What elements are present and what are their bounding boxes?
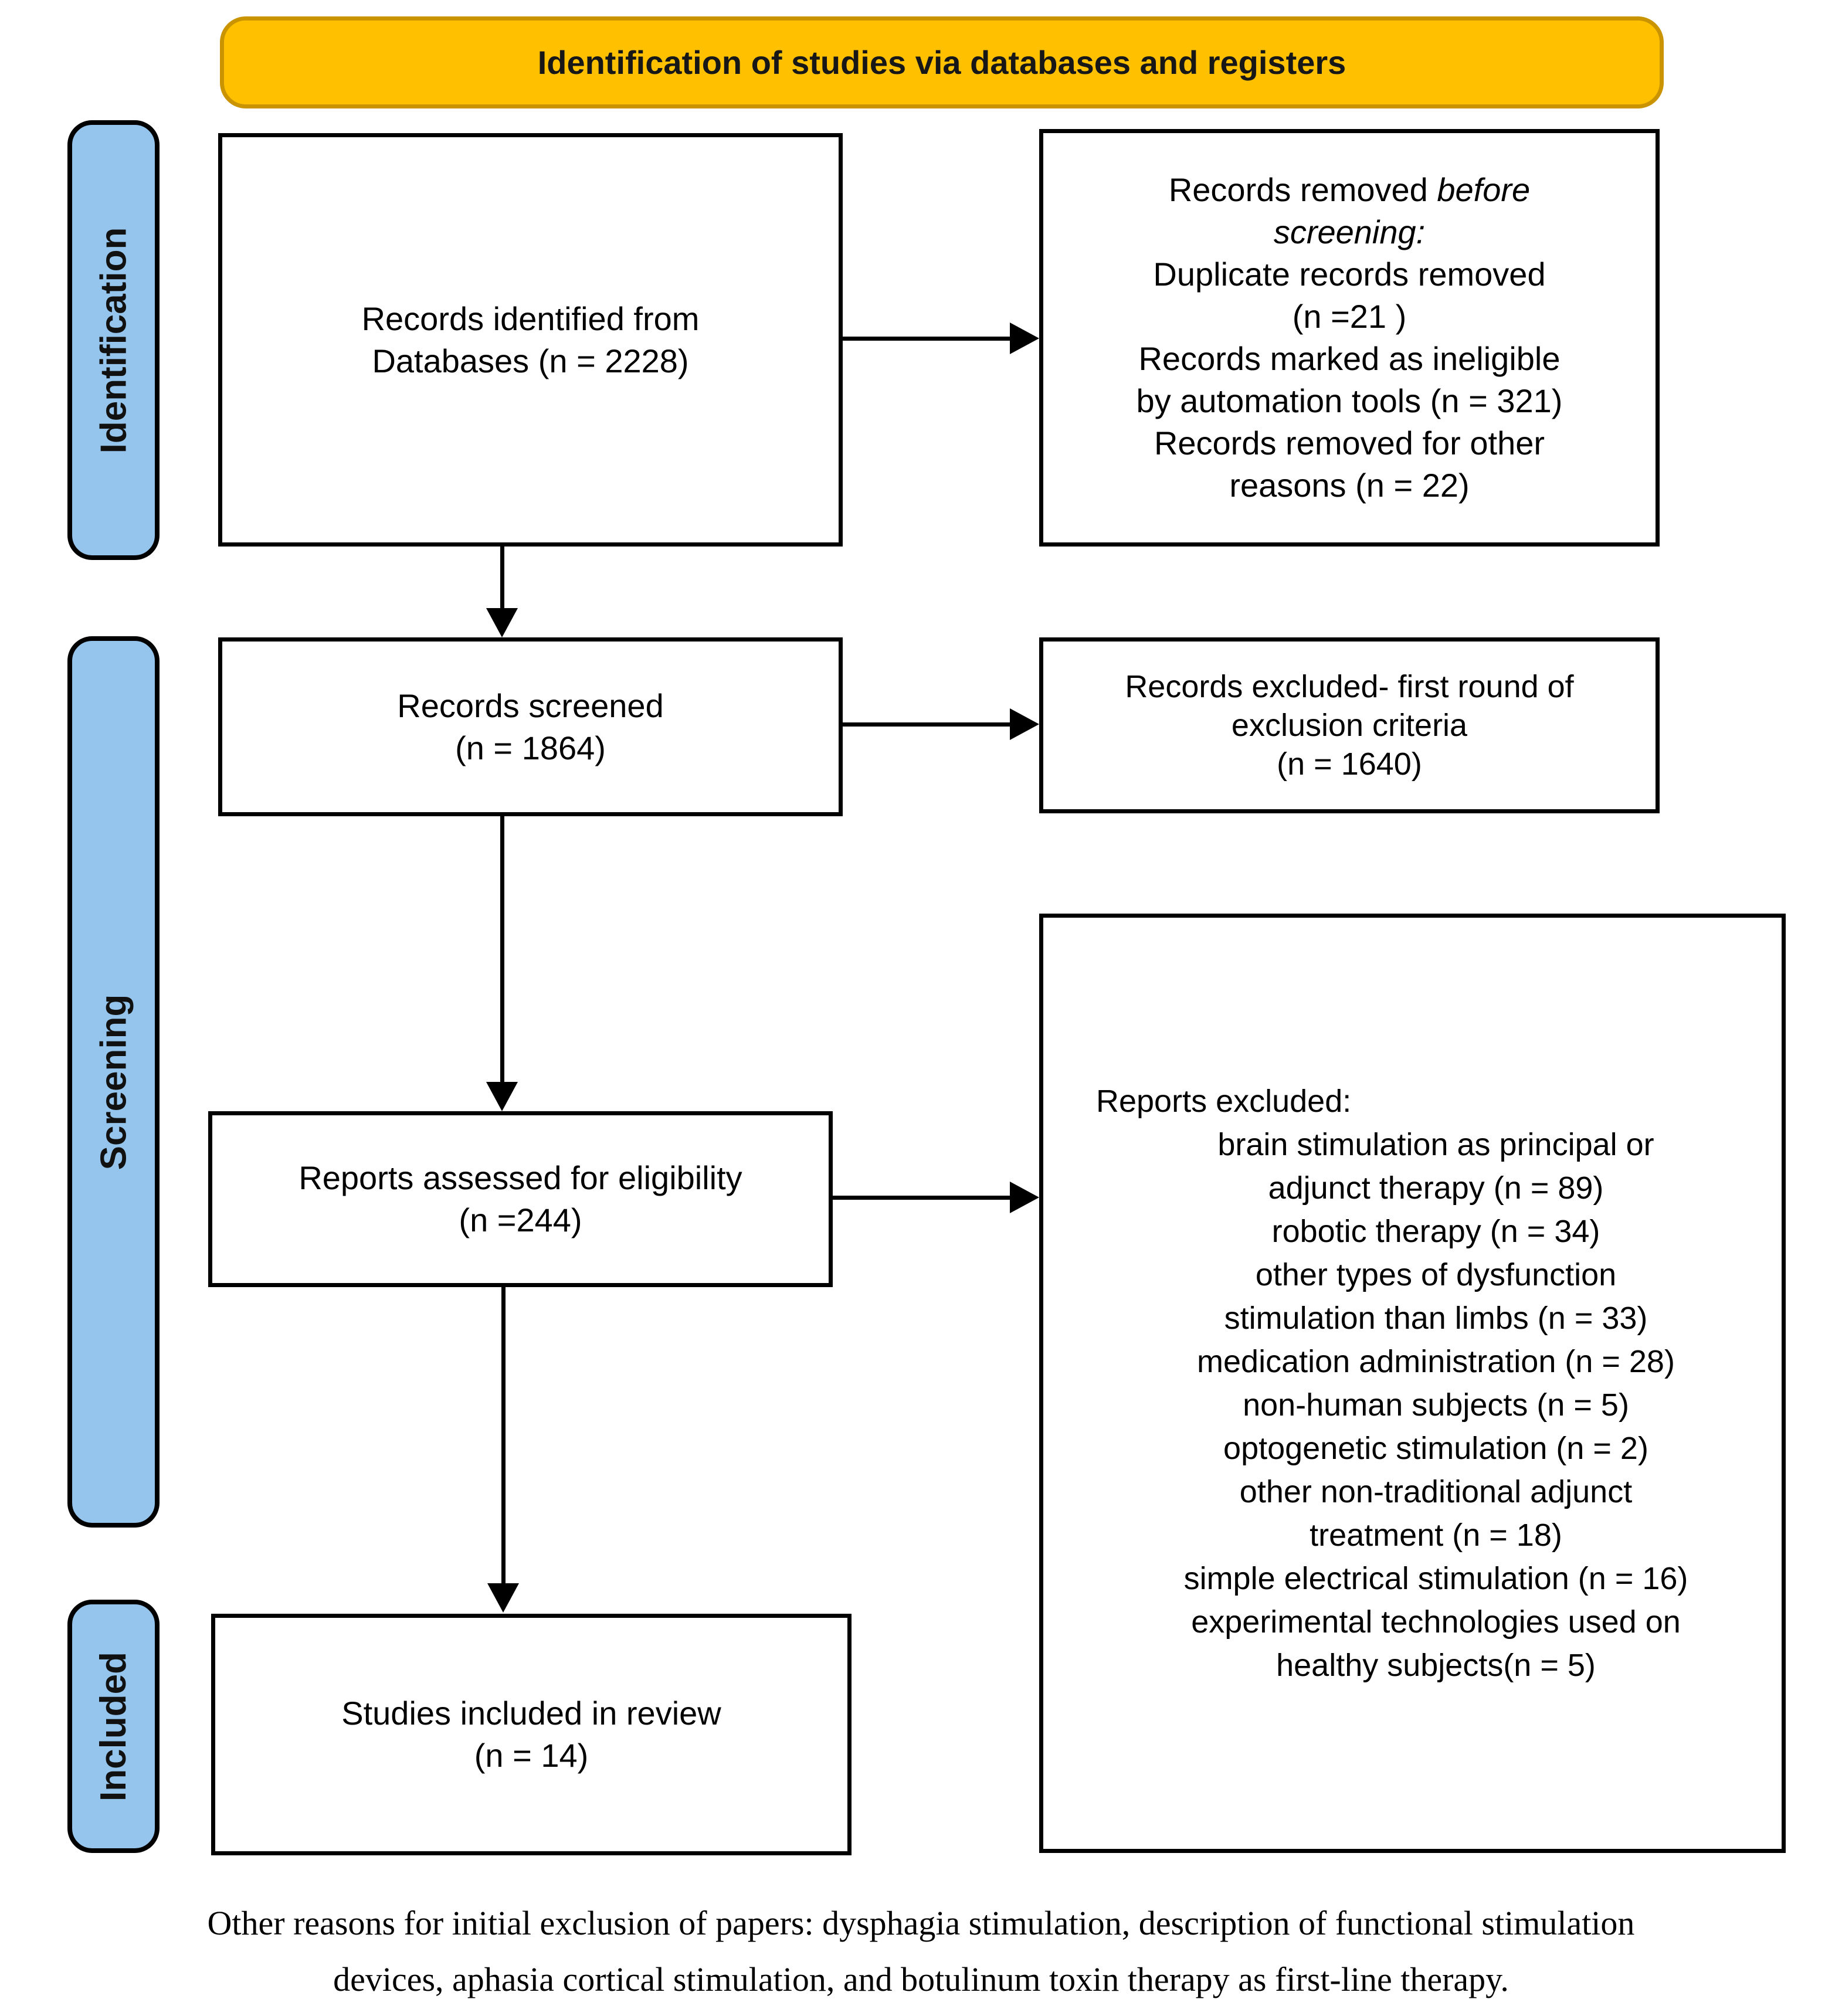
text-line: brain stimulation as principal or [1096, 1123, 1776, 1166]
arrow-shaft [843, 722, 1013, 727]
stage-screening-text: Screening [93, 994, 134, 1170]
text-line: Records screened [222, 685, 839, 727]
text-line: medication administration (n = 28) [1096, 1340, 1776, 1383]
text-segment: Reports excluded: [1096, 1084, 1352, 1119]
text-segment: Records removed for other [1154, 425, 1545, 461]
text-line: exclusion criteria [1043, 706, 1656, 745]
text-segment: stimulation than limbs (n = 33) [1224, 1301, 1648, 1336]
text-segment: healthy subjects(n = 5) [1276, 1648, 1596, 1683]
text-line: by automation tools (n = 321) [1043, 380, 1656, 422]
text-segment: Duplicate records removed [1153, 256, 1546, 293]
text-line: simple electrical stimulation (n = 16) [1096, 1557, 1776, 1600]
arrow-shaft [501, 1287, 506, 1584]
arrow-shaft [843, 337, 1013, 341]
arrow-head-right-icon [1010, 1182, 1039, 1213]
text-line: Reports excluded: [1096, 1080, 1776, 1123]
text-segment: Reports assessed for eligibility [298, 1159, 742, 1196]
text-line: Records excluded- first round of [1043, 667, 1656, 706]
text-line: (n = 14) [215, 1735, 847, 1777]
title-banner: Identification of studies via databases … [220, 16, 1664, 108]
box-records-excluded-first-round: Records excluded- first round of exclusio… [1039, 637, 1660, 813]
box-reports-assessed-for-eligibility: Reports assessed for eligibility (n =244) [208, 1111, 833, 1287]
text-segment: experimental technologies used on [1191, 1604, 1681, 1640]
text-line: screening: [1043, 211, 1656, 253]
arrow-head-down-icon [486, 608, 518, 637]
text-line: adjunct therapy (n = 89) [1096, 1166, 1776, 1210]
text-segment: before [1437, 171, 1531, 208]
text-line: reasons (n = 22) [1043, 464, 1656, 507]
text-line: (n =21 ) [1043, 296, 1656, 338]
text-line: Studies included in review [215, 1692, 847, 1735]
text-segment: Records removed [1168, 171, 1437, 208]
text-segment: other non-traditional adjunct [1239, 1474, 1633, 1509]
text-line: experimental technologies used on [1096, 1600, 1776, 1644]
text-segment: medication administration (n = 28) [1197, 1344, 1675, 1379]
text-segment: Records excluded- first round of [1125, 669, 1574, 704]
box-studies-included-in-review: Studies included in review (n = 14) [211, 1614, 852, 1855]
stage-label-screening: Screening [67, 636, 160, 1528]
text-segment: simple electrical stimulation (n = 16) [1183, 1561, 1688, 1596]
text-segment: (n =21 ) [1292, 298, 1407, 335]
stage-label-identification: Identification [67, 120, 160, 560]
text-segment: optogenetic stimulation (n = 2) [1223, 1431, 1648, 1466]
text-line: stimulation than limbs (n = 33) [1096, 1297, 1776, 1340]
text-segment: (n = 1864) [455, 729, 606, 766]
text-line: Records removed for other [1043, 422, 1656, 464]
stage-included-text: Included [93, 1651, 134, 1801]
text-line: Records marked as ineligible [1043, 338, 1656, 380]
arrow-shaft [833, 1196, 1013, 1200]
arrow-shaft [500, 816, 504, 1082]
text-segment: robotic therapy (n = 34) [1271, 1214, 1600, 1249]
arrow-head-down-icon [487, 1583, 519, 1613]
text-segment: by automation tools (n = 321) [1136, 382, 1563, 419]
box-records-screened: Records screened (n = 1864) [218, 637, 843, 816]
figure-caption: Other reasons for initial exclusion of p… [0, 1895, 1842, 2008]
text-segment: (n = 1640) [1277, 746, 1422, 782]
text-segment: (n =244) [459, 1202, 582, 1238]
text-line: other non-traditional adjunct [1096, 1470, 1776, 1513]
text-line: (n = 1864) [222, 727, 839, 769]
stage-identification-text: Identification [93, 227, 134, 453]
text-line: Databases (n = 2228) [222, 340, 839, 382]
arrow-shaft [500, 547, 504, 610]
text-line: Reports assessed for eligibility [212, 1157, 829, 1199]
text-line: healthy subjects(n = 5) [1096, 1644, 1776, 1687]
text-segment: reasons (n = 22) [1229, 467, 1470, 504]
arrow-head-down-icon [486, 1082, 518, 1111]
text-line: (n =244) [212, 1199, 829, 1241]
text-line: treatment (n = 18) [1096, 1513, 1776, 1557]
text-line: Duplicate records removed [1043, 253, 1656, 296]
text-segment: devices, aphasia cortical stimulation, a… [333, 1960, 1509, 1998]
arrow-head-right-icon [1010, 323, 1039, 354]
text-line: Records identified from [222, 298, 839, 340]
text-segment: Records identified from [361, 300, 700, 337]
text-segment: adjunct therapy (n = 89) [1268, 1170, 1604, 1206]
text-line: optogenetic stimulation (n = 2) [1096, 1427, 1776, 1470]
stage-label-included: Included [67, 1600, 160, 1853]
text-line: Records removed before [1043, 169, 1656, 211]
text-segment: (n = 14) [474, 1737, 589, 1774]
box-reports-excluded: Reports excluded: brain stimulation as pr… [1039, 914, 1786, 1853]
text-segment: non-human subjects (n = 5) [1243, 1387, 1629, 1423]
text-segment: other types of dysfunction [1255, 1257, 1617, 1292]
text-segment: Records screened [397, 687, 664, 724]
text-line: robotic therapy (n = 34) [1096, 1210, 1776, 1253]
text-line: other types of dysfunction [1096, 1253, 1776, 1297]
text-segment: treatment (n = 18) [1310, 1518, 1562, 1553]
text-segment: screening: [1273, 213, 1426, 250]
text-segment: brain stimulation as principal or [1217, 1127, 1654, 1162]
text-segment: Databases (n = 2228) [372, 342, 689, 379]
text-segment: Records marked as ineligible [1138, 340, 1561, 377]
text-line: non-human subjects (n = 5) [1096, 1383, 1776, 1427]
text-segment: Studies included in review [341, 1695, 721, 1732]
text-segment: exclusion criteria [1231, 708, 1468, 743]
text-line: devices, aphasia cortical stimulation, a… [0, 1951, 1842, 2008]
title-banner-label: Identification of studies via databases … [537, 44, 1346, 81]
text-line: (n = 1640) [1043, 745, 1656, 783]
arrow-head-right-icon [1010, 708, 1039, 740]
text-segment: Other reasons for initial exclusion of p… [207, 1904, 1635, 1942]
text-line: Other reasons for initial exclusion of p… [0, 1895, 1842, 1951]
